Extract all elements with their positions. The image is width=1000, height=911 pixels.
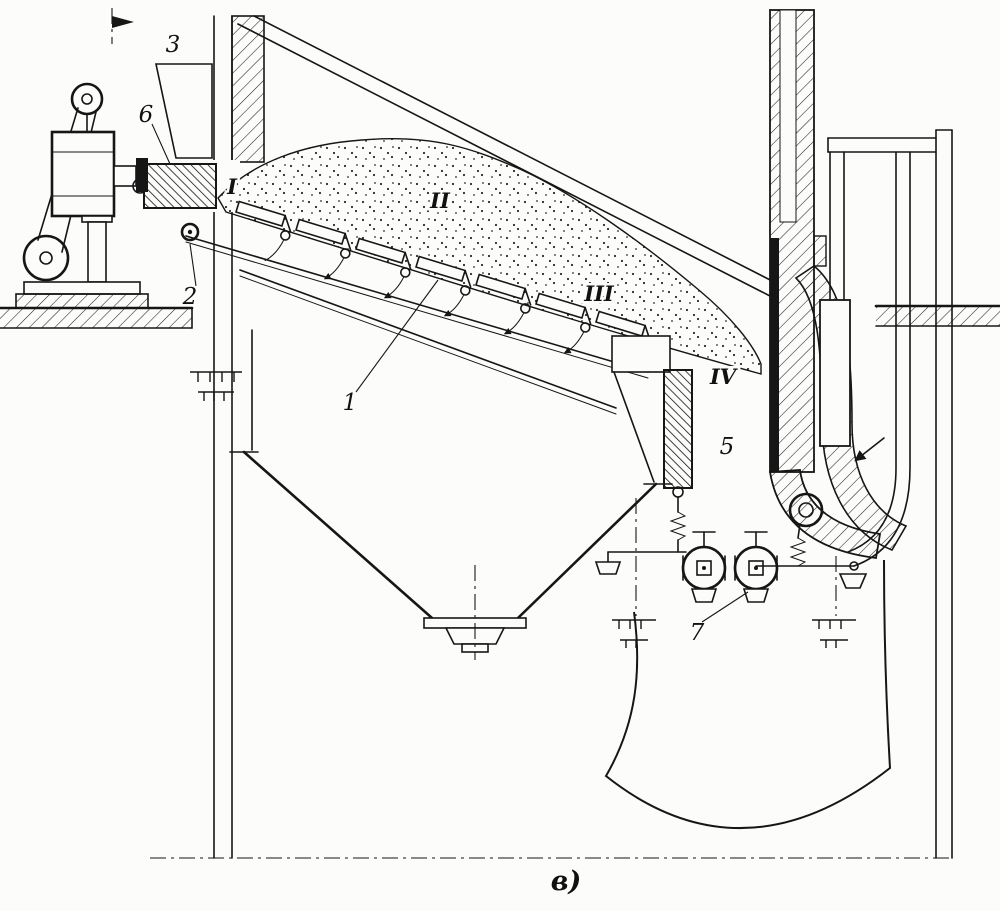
spring-right — [789, 537, 807, 567]
drive-pulley — [70, 82, 104, 116]
pedestal — [87, 221, 107, 283]
screw-feeder — [132, 163, 217, 242]
rotary-valves — [681, 531, 779, 603]
motor-drive — [15, 82, 149, 309]
leader-6 — [151, 123, 171, 165]
floor-right — [874, 304, 1000, 327]
grate-step — [235, 200, 292, 262]
leader-1 — [355, 279, 439, 393]
screw-coil — [663, 369, 693, 489]
duct-joint — [788, 492, 824, 528]
leader-lines — [151, 123, 749, 623]
label-3: 3 — [166, 32, 181, 58]
linkage — [594, 486, 868, 589]
grate-step — [355, 237, 412, 299]
material-bed-region — [217, 137, 762, 375]
damper-box — [819, 299, 851, 447]
axis-lines — [150, 498, 950, 859]
collection-hopper — [229, 329, 673, 653]
discharge-chute — [611, 335, 671, 483]
feed-chute — [111, 8, 213, 159]
tie-rods — [185, 235, 649, 415]
label-5: 5 — [720, 434, 735, 460]
ground-symbols — [190, 371, 856, 648]
grate-step — [475, 273, 532, 335]
grate-step — [415, 255, 472, 317]
floor-left — [0, 306, 194, 329]
bottom-bowl — [604, 559, 892, 830]
inclined-roof-lines — [237, 15, 779, 297]
zone-label-III: III — [583, 281, 615, 306]
flow-arrow — [854, 437, 885, 462]
zone-label-IV: IV — [709, 364, 739, 389]
belt-wheel — [22, 234, 70, 282]
motor-body — [50, 130, 116, 218]
label-1: 1 — [343, 390, 358, 416]
grate-step — [535, 292, 592, 354]
pivot-2 — [180, 222, 200, 242]
zone-label-II: II — [429, 188, 451, 213]
left-wall — [206, 15, 265, 859]
label-2: 2 — [182, 284, 198, 310]
label-6: 6 — [139, 102, 154, 128]
leader-7 — [701, 591, 749, 623]
right-wall — [935, 129, 953, 859]
motor-base — [15, 293, 149, 309]
blast-duct — [768, 469, 882, 560]
grate-step — [295, 218, 352, 280]
spring-left — [669, 511, 687, 541]
grate-assembly — [235, 200, 652, 372]
right-column — [769, 9, 908, 551]
zone-label-I: I — [226, 174, 238, 199]
leader-2 — [189, 243, 197, 287]
label-7: 7 — [690, 620, 705, 646]
figure-caption: в) — [551, 866, 582, 897]
flag-marker — [112, 16, 134, 28]
